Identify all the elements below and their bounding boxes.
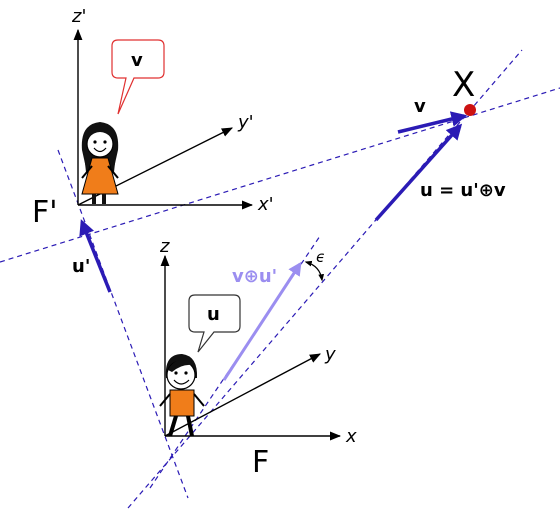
label-axis-z-prime: z' xyxy=(71,6,86,27)
observer-girl-avatar xyxy=(81,122,119,204)
label-axis-y-prime: y' xyxy=(237,112,254,133)
dashed-line-worldline-f-prime xyxy=(57,149,189,499)
vector-v-oplus-u-prime xyxy=(222,261,302,381)
label-axis-x-prime: x' xyxy=(257,194,274,215)
vectors xyxy=(79,111,468,381)
label-vector-u-prime: u' xyxy=(72,256,90,277)
speech-bubble-girl xyxy=(111,39,165,115)
label-axis-z: z xyxy=(159,236,170,257)
label-vector-v: v xyxy=(414,96,426,117)
event-point xyxy=(464,104,476,116)
label-frame-f-prime: F' xyxy=(32,195,58,230)
label-frame-f: F xyxy=(252,445,269,480)
observer-boy-avatar xyxy=(159,354,205,437)
label-axis-y: y xyxy=(324,344,336,365)
label-axis-x: x xyxy=(345,426,357,447)
speech-bubble-boy xyxy=(188,294,241,353)
angle-epsilon-arc xyxy=(304,260,325,282)
dashed-line-u-direction xyxy=(127,49,523,509)
label-vector-v-oplus-u-prime: v⊕u' xyxy=(232,266,277,287)
dashed-lines xyxy=(0,49,560,509)
vector-v xyxy=(397,111,468,134)
label-event-x: X xyxy=(452,65,475,105)
label-vector-u-composition: u = u'⊕v xyxy=(420,180,506,201)
label-angle-epsilon: ϵ xyxy=(316,248,325,266)
speech-bubble-girl-text: v xyxy=(131,50,143,71)
vector-u-prime xyxy=(79,219,112,293)
speech-bubble-boy-text: u xyxy=(207,304,220,325)
vector-u xyxy=(374,123,463,222)
